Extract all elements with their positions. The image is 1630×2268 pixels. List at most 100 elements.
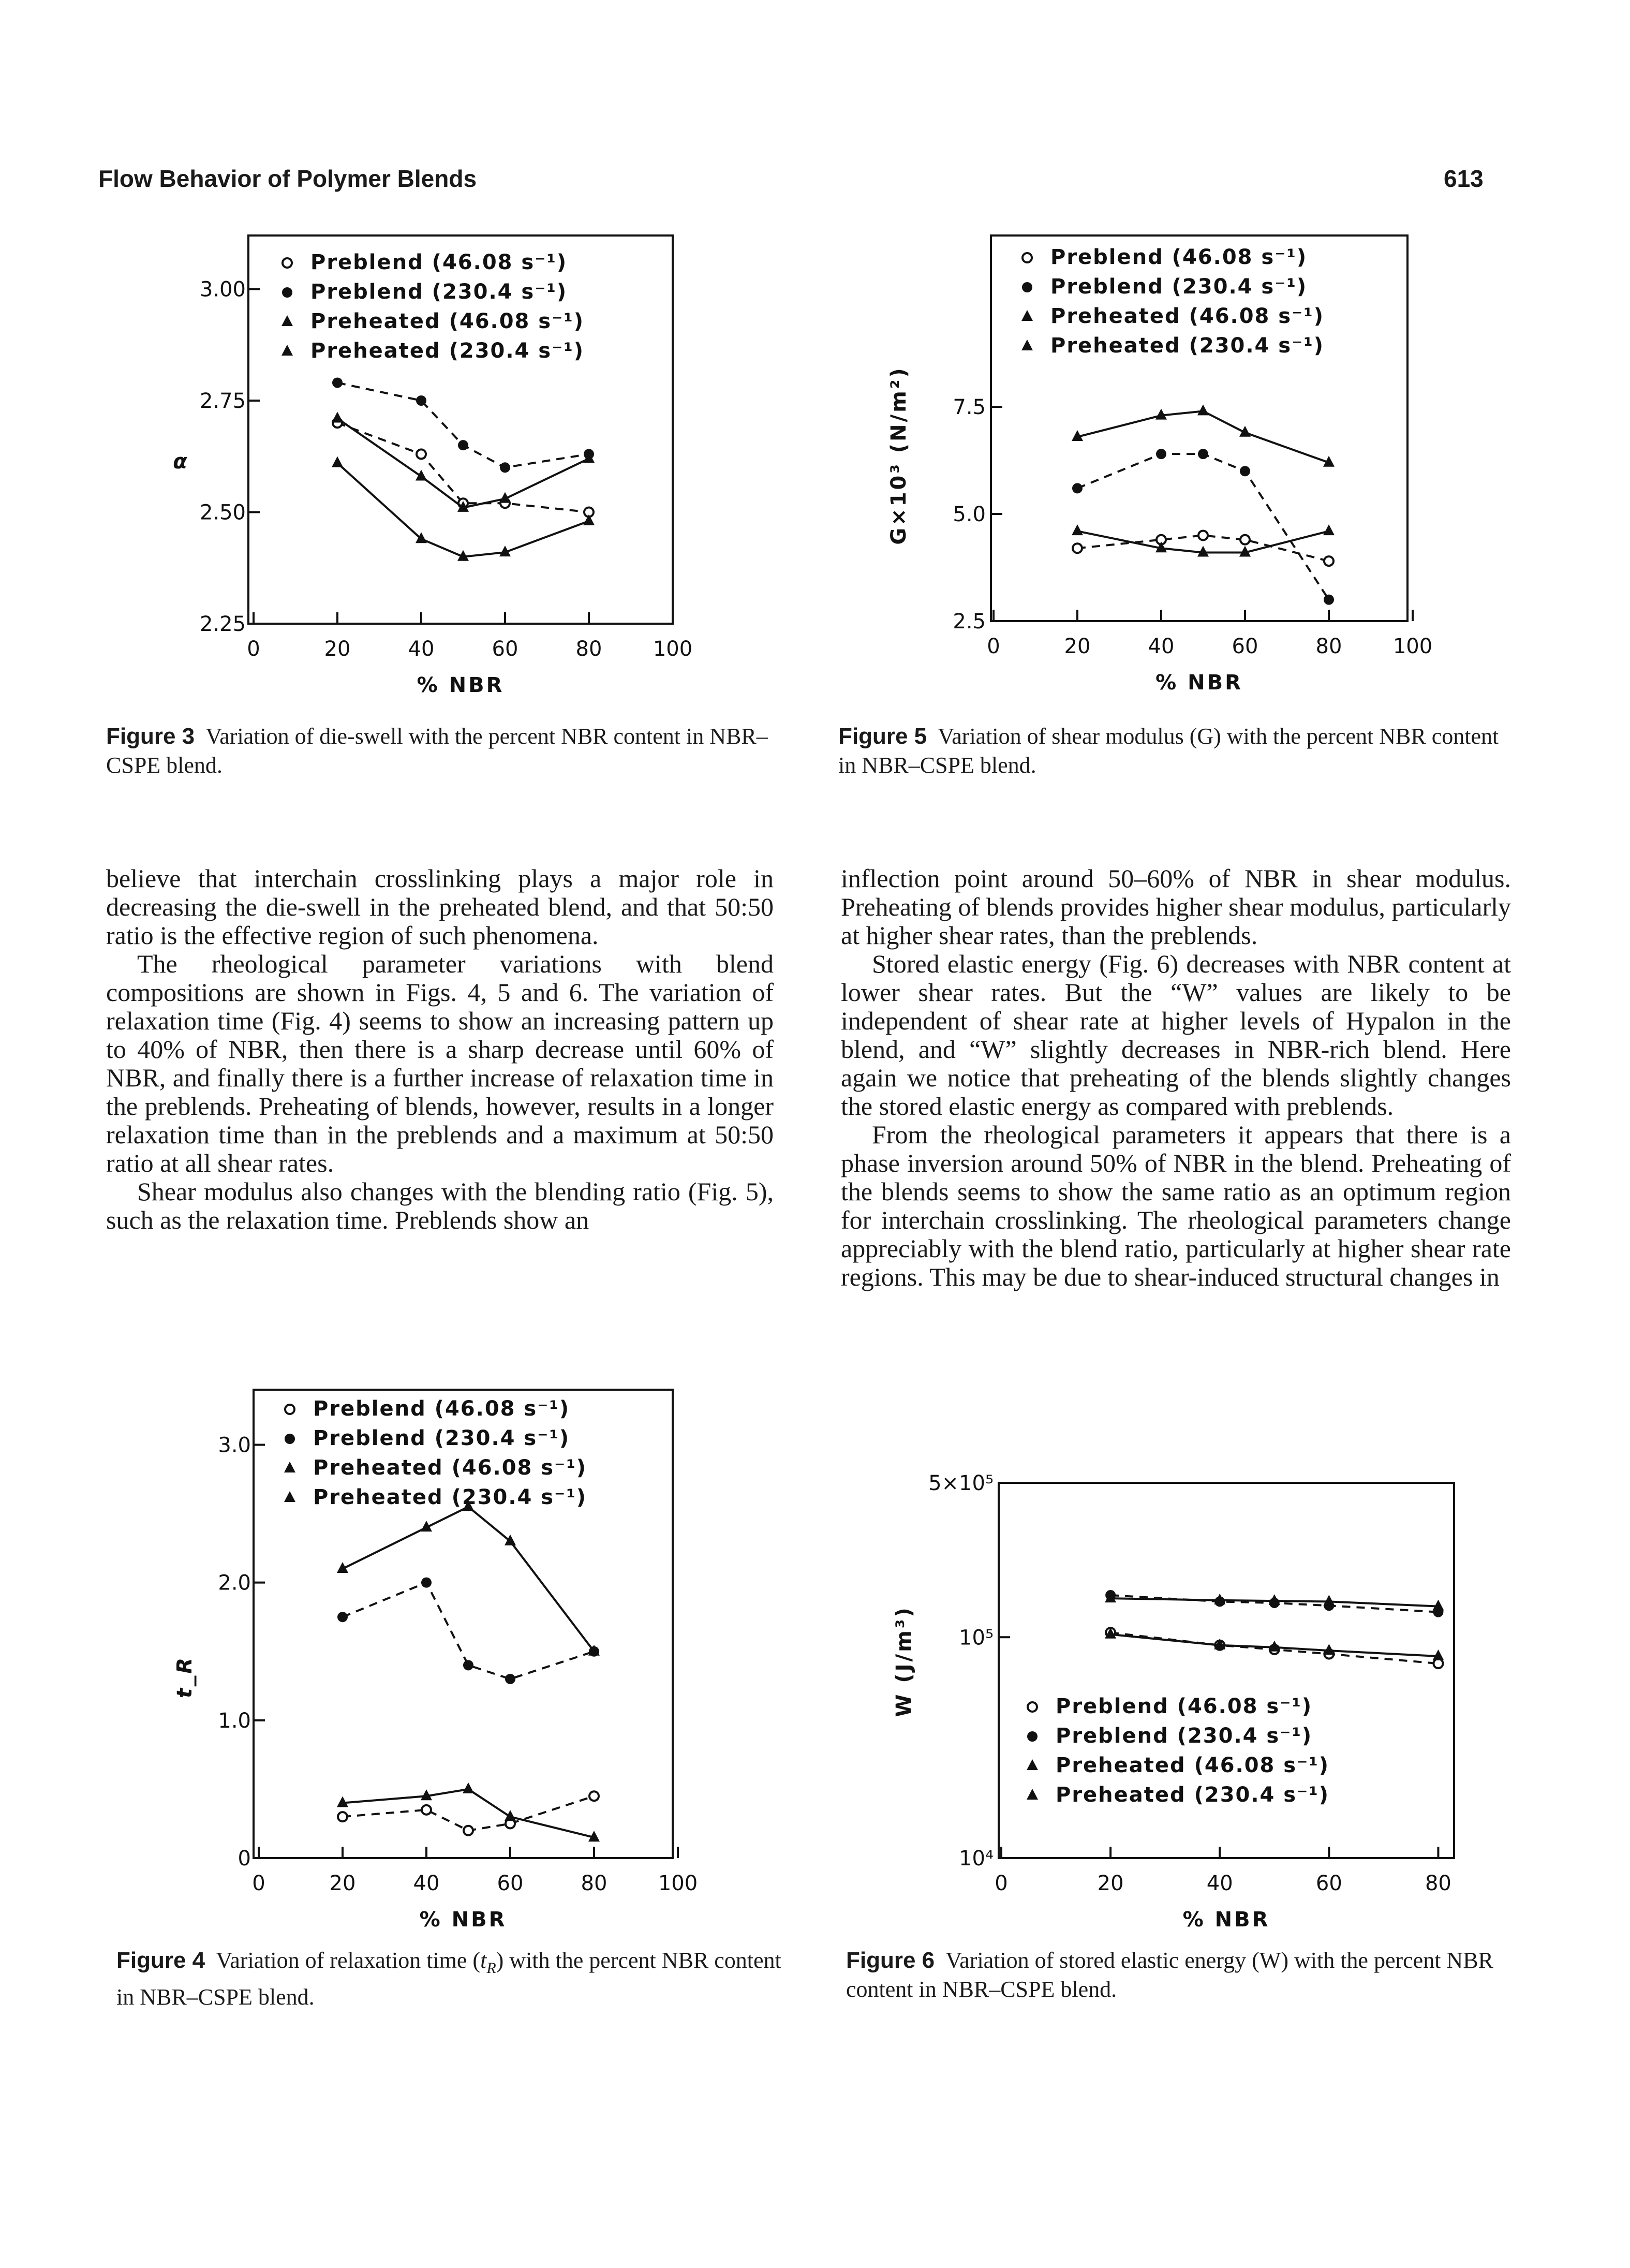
body-right-paragraph-2: Stored elastic energy (Fig. 6) decreases… — [841, 949, 1511, 1121]
fig5-legend-marker-0 — [1021, 252, 1033, 263]
fig5-series-1-point-3 — [1240, 466, 1250, 477]
fig4-series-3-point-2 — [463, 1500, 474, 1511]
fig3-series-0-point-4 — [583, 506, 595, 518]
fig5-series-0-line — [1077, 534, 1329, 563]
fig6-series-1-point-0 — [1105, 1590, 1116, 1601]
fig3-legend-marker-2 — [281, 315, 293, 326]
fig4-legend-marker-1 — [285, 1434, 295, 1444]
fig5-ytick-label-1: 5.0 — [953, 503, 986, 526]
fig3-legend-marker-0 — [281, 257, 293, 269]
fig5-legend-marker-1 — [1022, 282, 1032, 292]
fig4-series-1-point-0 — [337, 1612, 348, 1623]
fig5-series-0-point-2 — [1197, 529, 1209, 541]
fig6-ytick-label-2: 5×10⁵ — [928, 1471, 994, 1495]
fig3-series-1-point-1 — [416, 395, 426, 406]
fig4-series-2-point-3 — [505, 1810, 516, 1821]
running-header-title: Flow Behavior of Polymer Blends — [98, 165, 477, 192]
fig4-series-3-point-1 — [421, 1521, 432, 1532]
body-left-paragraph-2: The rheological parameter variations wit… — [106, 949, 774, 1177]
fig4-legend-marker-3 — [284, 1491, 295, 1502]
figure-4-caption-post: ) with the percent NBR content in NBR–CS… — [116, 1948, 781, 2010]
fig6-xtick-label-4: 80 — [1425, 1872, 1451, 1895]
fig6-legend-marker-1 — [1027, 1731, 1038, 1742]
fig3-series-0-point-3 — [499, 497, 511, 509]
fig4-series-3-point-3 — [505, 1534, 516, 1545]
fig3-series-3-point-4 — [583, 452, 595, 463]
fig4-legend-label-2: Preheated (46.08 s⁻¹) — [313, 1456, 587, 1480]
fig4-series-2-point-4 — [588, 1831, 600, 1842]
figure-3-caption: Figure 3 Variation of die-swell with the… — [106, 722, 774, 780]
fig4-y-axis-label: t_R — [173, 1656, 197, 1698]
fig5-x-axis-label: % NBR — [1155, 671, 1243, 695]
fig3-series-1-point-3 — [500, 462, 510, 473]
fig3-series-3-point-2 — [457, 500, 469, 512]
fig5-legend-label-2: Preheated (46.08 s⁻¹) — [1050, 304, 1324, 328]
fig3-series-2-point-0 — [332, 456, 343, 467]
fig4-series-0-point-1 — [421, 1804, 432, 1816]
fig3-legend-label-2: Preheated (46.08 s⁻¹) — [310, 310, 584, 333]
fig3-series-2-point-2 — [457, 550, 469, 561]
fig4-ytick-label-0: 0 — [238, 1847, 251, 1871]
fig3-ytick-label-1: 2.50 — [200, 500, 246, 524]
fig3-xtick-label-0: 0 — [247, 637, 260, 661]
fig6-series-3-point-3 — [1323, 1595, 1335, 1606]
fig3-series-2-point-4 — [583, 514, 595, 525]
fig5-series-3-point-2 — [1197, 404, 1209, 416]
fig3-xtick-label-2: 40 — [408, 637, 435, 661]
fig4-xtick-label-4: 80 — [581, 1872, 607, 1895]
fig4-series-0-point-0 — [337, 1811, 348, 1823]
fig6-series-2-point-3 — [1323, 1644, 1335, 1655]
fig5-legend-label-0: Preblend (46.08 s⁻¹) — [1050, 245, 1307, 269]
fig4-series-1-line — [342, 1581, 595, 1681]
fig6-series-1-point-1 — [1214, 1596, 1225, 1607]
fig4-legend-label-0: Preblend (46.08 s⁻¹) — [313, 1397, 570, 1421]
fig5-xtick-label-4: 80 — [1316, 635, 1342, 658]
figure-5-caption: Figure 5 Variation of shear modulus (G) … — [838, 722, 1511, 780]
fig5-series-1-point-1 — [1156, 449, 1166, 460]
fig4-xtick-label-0: 0 — [252, 1872, 265, 1895]
fig6-series-2-point-2 — [1268, 1640, 1280, 1652]
fig3-series-1-point-2 — [458, 440, 468, 451]
fig6-series-2-point-4 — [1432, 1650, 1444, 1661]
fig4-ytick-label-1: 1.0 — [218, 1709, 251, 1733]
fig3-series-3-point-0 — [332, 411, 343, 423]
fig5-series-0-point-1 — [1155, 534, 1167, 546]
figure-4-caption-pre: Variation of relaxation time ( — [216, 1948, 481, 1973]
figure-4-caption-symbol: t — [480, 1948, 487, 1973]
page-number: 613 — [1444, 165, 1484, 192]
fig6-series-0-line — [1110, 1631, 1439, 1665]
fig4-ytick-label-2: 2.0 — [218, 1571, 251, 1595]
fig6-series-3-point-4 — [1432, 1599, 1444, 1611]
fig5-series-3-point-3 — [1239, 425, 1251, 437]
fig5-series-0-point-4 — [1323, 555, 1335, 567]
fig6-series-0-point-4 — [1432, 1658, 1444, 1670]
fig5-series-0-point-0 — [1072, 542, 1083, 554]
fig6-legend-label-0: Preblend (46.08 s⁻¹) — [1056, 1695, 1312, 1718]
figure-3-caption-text: Variation of die-swell with the percent … — [106, 724, 768, 778]
fig3-series-1-line — [337, 381, 589, 469]
fig3-frame — [247, 234, 674, 625]
fig5-legend-label-3: Preheated (230.4 s⁻¹) — [1050, 334, 1324, 358]
fig4-series-1-point-4 — [589, 1646, 599, 1657]
fig6-xtick-label-0: 0 — [995, 1872, 1007, 1895]
fig5-series-2-line — [1077, 530, 1329, 554]
fig3-series-1-point-0 — [332, 377, 343, 388]
fig6-ytick-label-0: 10⁴ — [959, 1847, 994, 1871]
fig4-ytick-label-3: 3.0 — [218, 1433, 251, 1457]
figure-4-caption: Figure 4 Variation of relaxation time (t… — [116, 1946, 789, 2012]
fig4-series-1-point-2 — [463, 1660, 473, 1671]
fig3-ytick-label-3: 3.00 — [200, 277, 246, 301]
fig4-frame — [253, 1389, 674, 1859]
fig4-legend-marker-2 — [284, 1462, 295, 1472]
fig5-series-1-point-0 — [1072, 483, 1083, 494]
fig3-ytick-label-0: 2.25 — [200, 612, 246, 636]
body-left-paragraph-3: Shear modulus also changes with the blen… — [106, 1177, 774, 1234]
fig3-series-3-point-3 — [499, 492, 511, 503]
fig5-series-2-point-4 — [1323, 524, 1335, 536]
fig6-xtick-label-3: 60 — [1316, 1872, 1342, 1895]
fig5-xtick-label-1: 20 — [1064, 635, 1091, 658]
fig3-series-2-point-3 — [499, 546, 511, 557]
